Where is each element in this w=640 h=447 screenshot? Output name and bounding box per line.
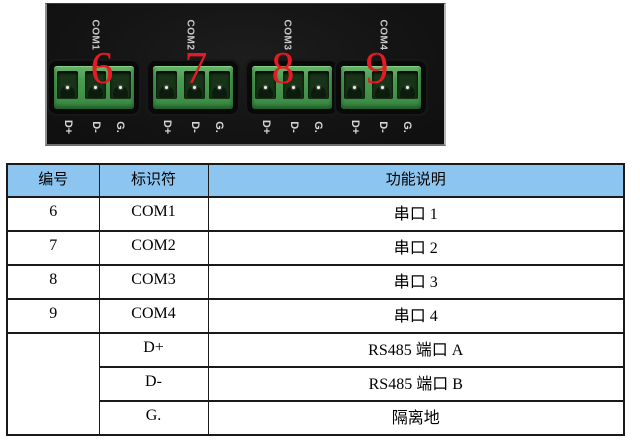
cell-identifier: G.: [98, 400, 209, 436]
cell-identifier: D+: [98, 332, 209, 368]
header-identifier: 标识符: [98, 163, 209, 198]
terminal-hole: [283, 71, 304, 99]
terminal-hole: [184, 71, 205, 99]
terminal-block: [341, 66, 421, 109]
merged-empty-cell: [6, 332, 100, 436]
port-number-overlay: 8: [271, 42, 295, 94]
table-row: D-RS485 端口 B: [7, 366, 625, 402]
terminal-hole: [372, 71, 393, 99]
port-number-overlay: 6: [90, 42, 114, 94]
cell-description: 串口 2: [207, 230, 625, 266]
header-number: 编号: [6, 163, 100, 198]
terminal-hole: [57, 71, 78, 99]
cell-number: 7: [6, 230, 100, 266]
pin-label: D+: [349, 119, 361, 135]
cell-identifier: D-: [98, 366, 209, 402]
cell-number: 8: [6, 264, 100, 300]
cell-number: 6: [6, 196, 100, 232]
table-row: D+RS485 端口 A: [6, 332, 625, 436]
terminal-hole: [344, 71, 365, 99]
cell-description: 隔离地: [207, 400, 625, 436]
port-number-overlay: 9: [365, 42, 389, 94]
terminal-hole: [209, 71, 230, 99]
cell-identifier: COM3: [98, 264, 209, 300]
pin-label: G.: [401, 121, 413, 133]
terminal-block: [252, 66, 332, 109]
cell-number: 9: [6, 298, 100, 334]
table-row: G.隔离地: [7, 400, 625, 436]
cell-description: 串口 3: [207, 264, 625, 300]
pin-label: D-: [90, 121, 102, 133]
pin-label: D-: [288, 121, 300, 133]
cell-identifier: COM1: [98, 196, 209, 232]
cell-description: 串口 1: [207, 196, 625, 232]
terminal-hole: [85, 71, 106, 99]
cell-identifier: COM4: [98, 298, 209, 334]
pin-label: D+: [62, 119, 74, 135]
table-header-row: 编号 标识符 功能说明: [6, 163, 625, 198]
terminal-hole: [110, 71, 131, 99]
terminal-hole: [156, 71, 177, 99]
pin-label: G.: [213, 121, 225, 133]
header-function: 功能说明: [207, 163, 625, 198]
pin-label: D-: [189, 121, 201, 133]
pin-label: G.: [114, 121, 126, 133]
cell-description: 串口 4: [207, 298, 625, 334]
cell-identifier: COM2: [98, 230, 209, 266]
port-number-overlay: 7: [184, 42, 208, 94]
pin-label: G.: [312, 121, 324, 133]
terminal-hole: [255, 71, 276, 99]
terminal-hole: [308, 71, 329, 99]
terminal-block: [153, 66, 233, 109]
terminal-hole: [397, 71, 418, 99]
pin-label: D+: [260, 119, 272, 135]
cell-description: RS485 端口 B: [207, 366, 625, 402]
pin-label: D+: [161, 119, 173, 135]
pin-label: D-: [377, 121, 389, 133]
cell-description: RS485 端口 A: [207, 332, 625, 368]
terminal-block: [54, 66, 134, 109]
